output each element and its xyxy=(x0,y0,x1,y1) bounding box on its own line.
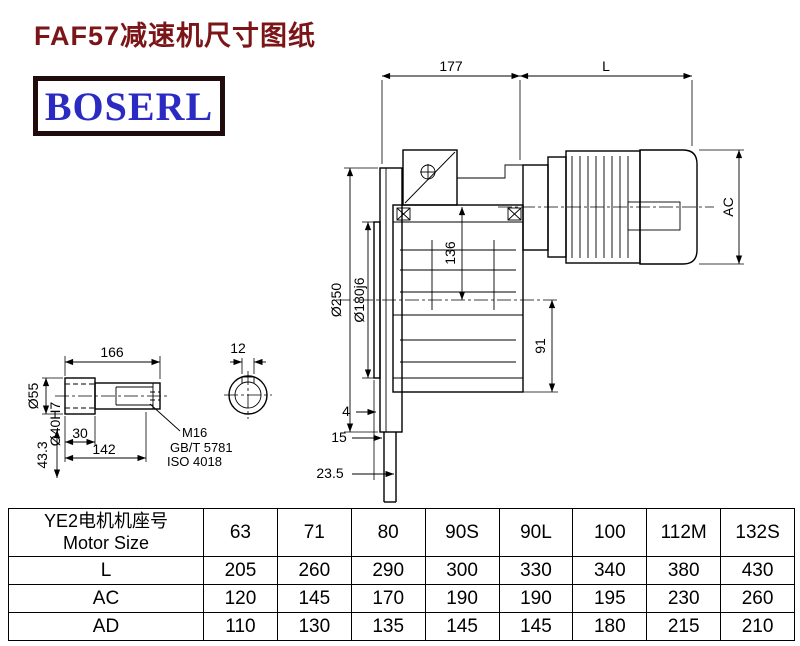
motor-size-header-cell: YE2电机机座号 Motor Size xyxy=(8,508,204,557)
dim-spigot-label: Ø180j6 xyxy=(351,277,367,322)
table-cell: 205 xyxy=(203,556,278,585)
note-m16-label: M16 xyxy=(182,425,207,440)
table-cell: 90L xyxy=(498,508,574,557)
table-cell: 330 xyxy=(498,556,574,585)
page-title: FAF57减速机尺寸图纸 xyxy=(34,14,316,53)
table-cell: 190 xyxy=(424,584,500,613)
dim-flange-od-label: Ø250 xyxy=(328,283,344,317)
dim-15-label: 15 xyxy=(331,429,347,445)
flange-spigot xyxy=(373,221,381,379)
gear-housing xyxy=(392,204,524,393)
table-cell: 80 xyxy=(350,508,426,557)
table-cell: 100 xyxy=(572,508,648,557)
table-cell: 380 xyxy=(646,556,722,585)
page-title-text: FAF57减速机尺寸图纸 xyxy=(34,21,317,51)
boserl-logo: BOSERL xyxy=(33,76,225,136)
table-cell: 340 xyxy=(572,556,648,585)
table-cell: 300 xyxy=(424,556,500,585)
table-cell: 130 xyxy=(276,612,352,641)
dim-43_3-label: 43.3 xyxy=(34,441,50,468)
table-cell: 135 xyxy=(350,612,426,641)
motor-nameplate xyxy=(627,201,681,231)
table-cell: 195 xyxy=(572,584,648,613)
technical-drawing: 177 L AC Ø250 Ø180j6 136 91 4 15 23.5 16… xyxy=(25,58,744,503)
table-cell: 290 xyxy=(350,556,426,585)
dim-166-label: 166 xyxy=(100,344,124,360)
shaft-detail-view xyxy=(42,356,181,478)
row-label-cell: AD xyxy=(8,612,204,641)
dim-30-label: 30 xyxy=(72,425,88,441)
dim-23_5-label: 23.5 xyxy=(316,465,343,481)
table-cell: 145 xyxy=(498,612,574,641)
table-cell: 170 xyxy=(350,584,426,613)
dimension-table: YE2电机机座号 Motor Size 63 71 80 90S 90L 100… xyxy=(8,508,795,641)
boserl-logo-text: BOSERL xyxy=(44,83,214,129)
table-row-AC: AC 120 145 170 190 190 195 230 260 xyxy=(8,584,795,613)
note-iso-standard-label: ISO 4018 xyxy=(167,454,222,469)
motor-size-header-cn: YE2电机机座号 xyxy=(43,510,169,531)
shaft-small-section xyxy=(94,382,161,410)
table-cell: 210 xyxy=(720,612,795,641)
row-label-cell: L xyxy=(8,556,204,585)
table-cell: 430 xyxy=(720,556,795,585)
dim-L-label: L xyxy=(602,58,610,74)
table-cell: 112M xyxy=(646,508,722,557)
table-cell: 71 xyxy=(276,508,352,557)
table-row-L: L 205 260 290 300 330 340 380 430 xyxy=(8,556,795,585)
table-cell: 120 xyxy=(203,584,278,613)
dimension-labels: 177 L AC Ø250 Ø180j6 136 91 4 15 23.5 16… xyxy=(25,58,736,481)
dim-12-label: 12 xyxy=(230,340,246,356)
table-cell: 260 xyxy=(720,584,795,613)
table-cell: 230 xyxy=(646,584,722,613)
shaft-end-view xyxy=(224,358,272,419)
motor-adapter xyxy=(522,164,549,251)
motor-size-header-en: Motor Size xyxy=(62,532,150,553)
fan-cowl xyxy=(639,149,698,265)
dim-AC-label: AC xyxy=(720,197,736,216)
table-cell: 215 xyxy=(646,612,722,641)
dim-142-label: 142 xyxy=(92,441,116,457)
table-cell: 145 xyxy=(424,612,500,641)
dim-136-label: 136 xyxy=(442,241,458,265)
table-cell: 190 xyxy=(498,584,574,613)
table-cell: 260 xyxy=(276,556,352,585)
table-cell: 132S xyxy=(720,508,795,557)
dim-d40H7-label: Ø40H7 xyxy=(47,402,63,447)
dim-d55-label: Ø55 xyxy=(25,383,41,410)
table-cell: 180 xyxy=(572,612,648,641)
note-gb-standard-label: GB/T 5781 xyxy=(170,440,233,455)
table-row-motor-size: YE2电机机座号 Motor Size 63 71 80 90S 90L 100… xyxy=(8,508,795,557)
main-view-gearbox-motor xyxy=(336,72,744,503)
row-label-cell: AC xyxy=(8,584,204,613)
table-row-AD: AD 110 130 135 145 145 180 215 210 xyxy=(8,612,795,641)
table-cell: 90S xyxy=(424,508,500,557)
dim-91-label: 91 xyxy=(532,338,548,354)
table-cell: 145 xyxy=(276,584,352,613)
table-cell: 110 xyxy=(203,612,278,641)
table-cell: 63 xyxy=(203,508,278,557)
dim-177-label: 177 xyxy=(439,58,463,74)
dim-4-label: 4 xyxy=(342,403,350,419)
